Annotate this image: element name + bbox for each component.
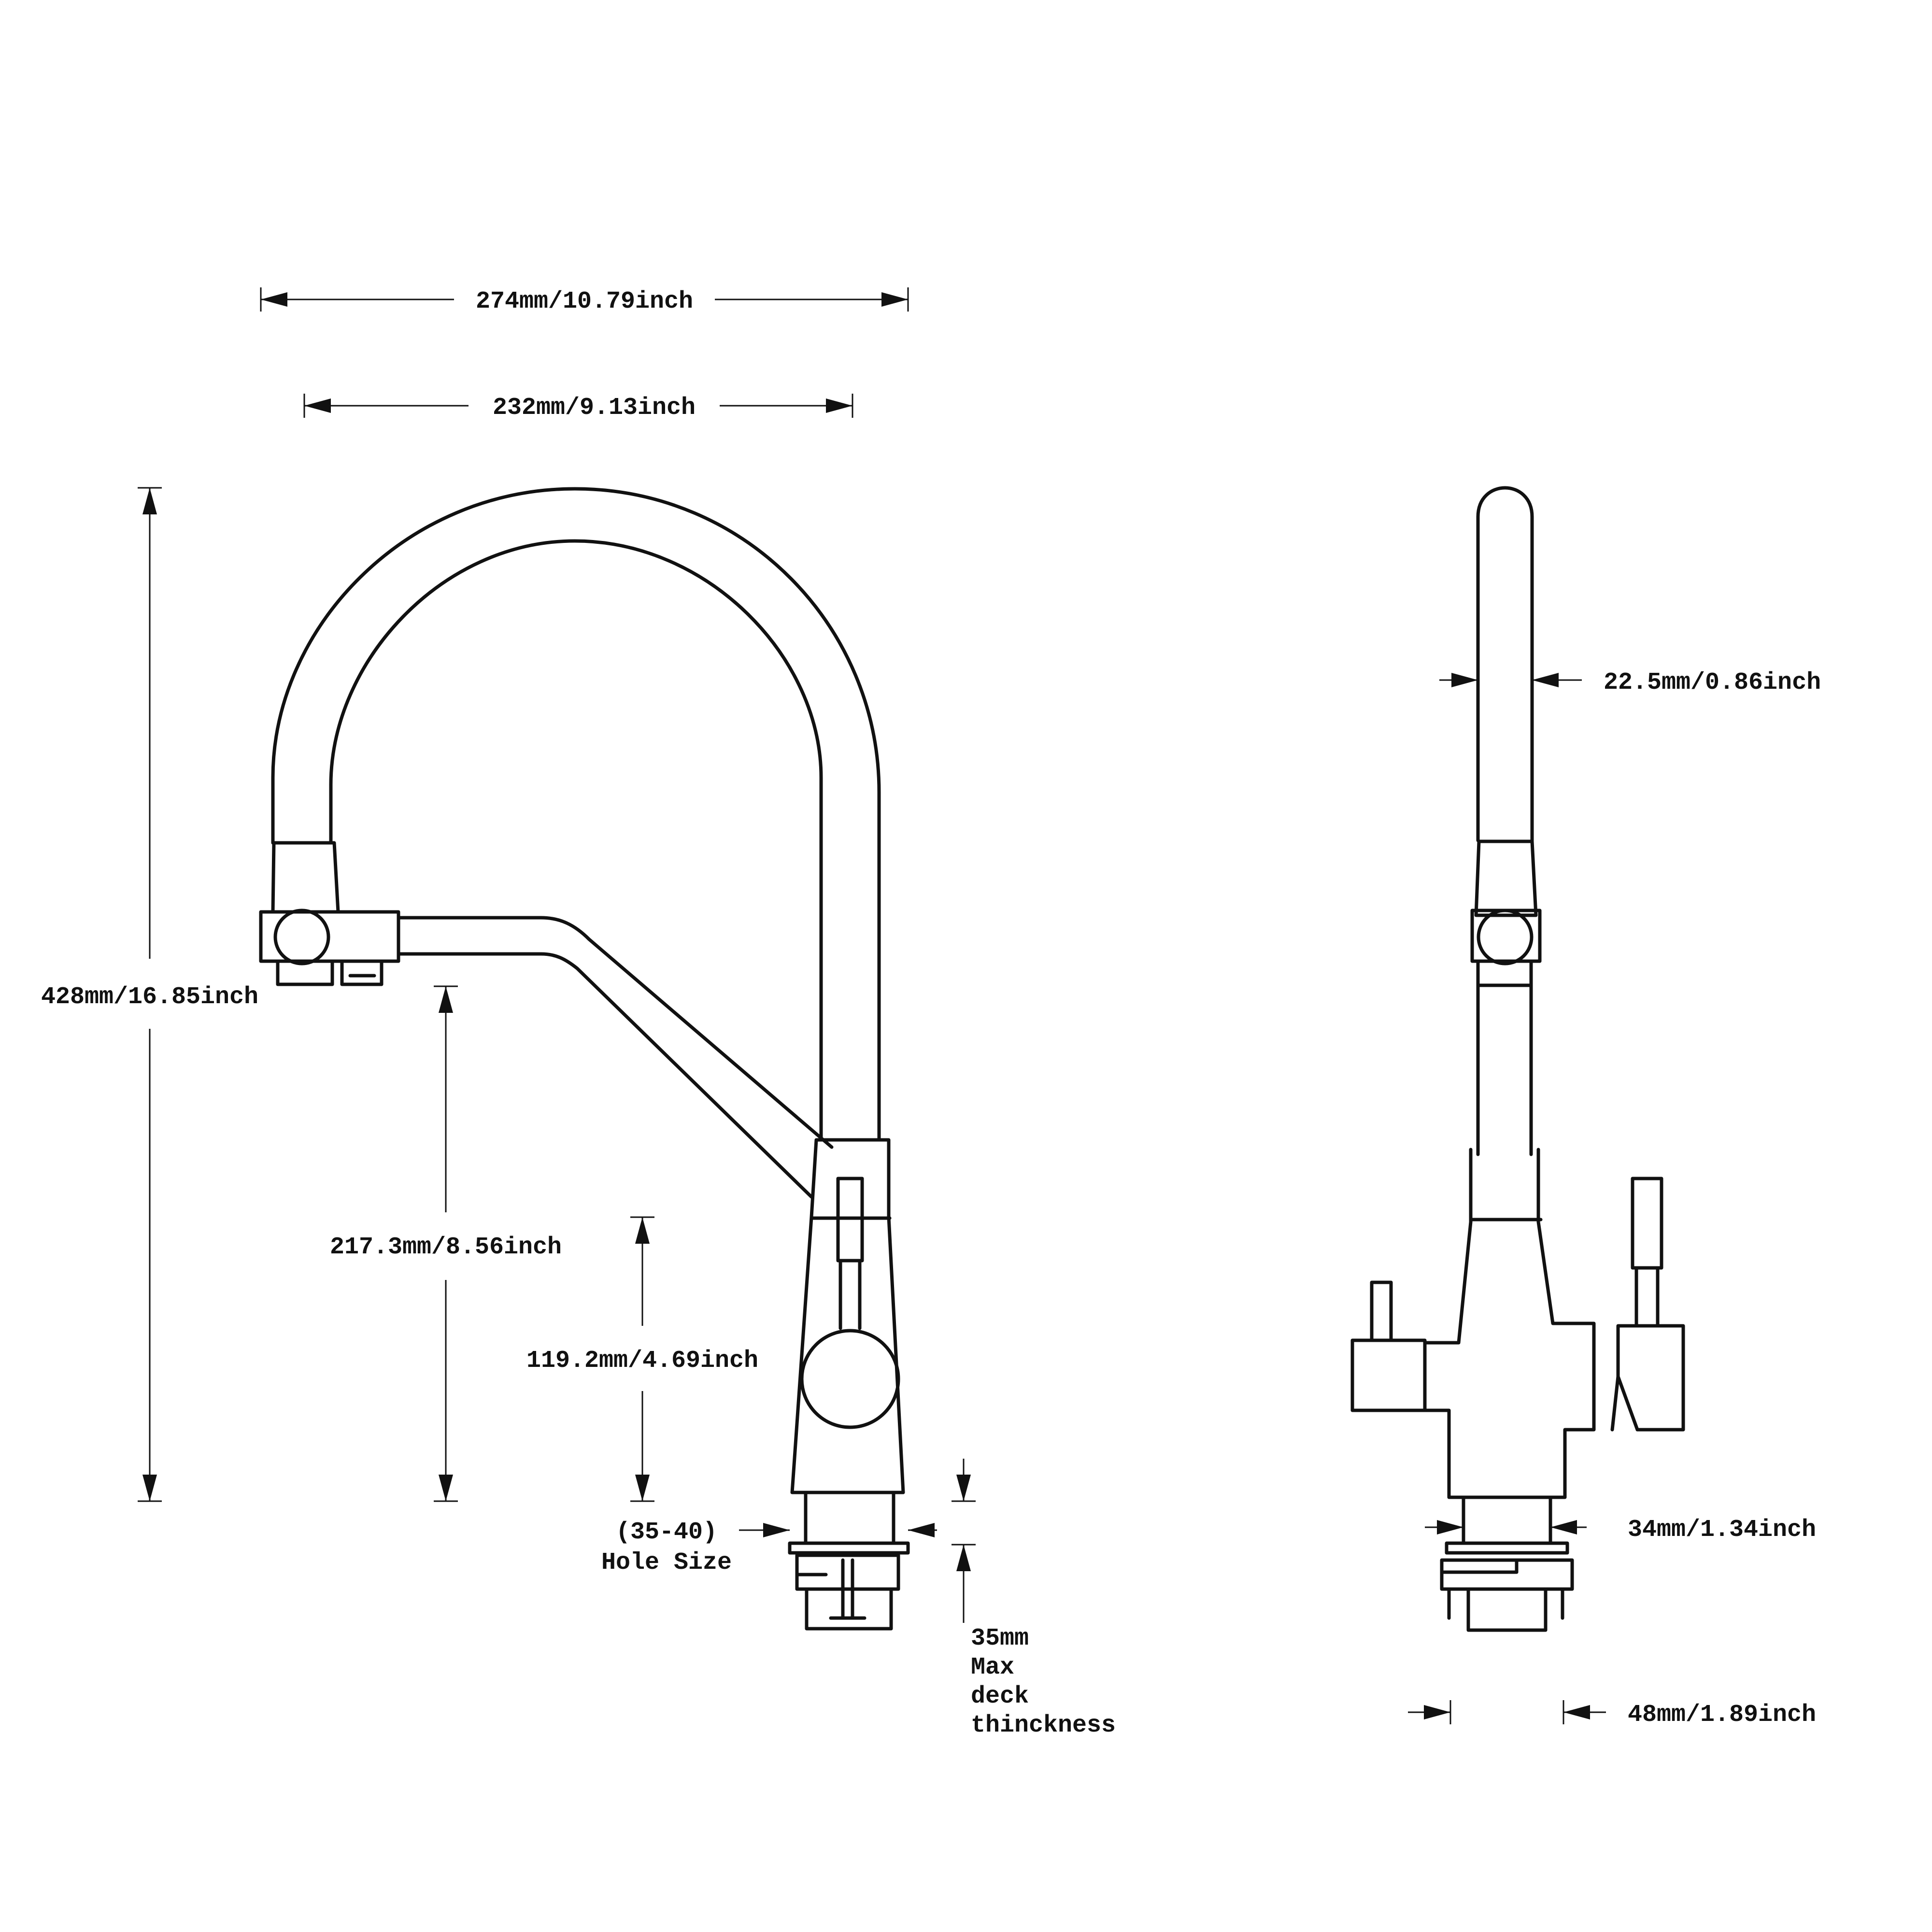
base-diameter-label: 48mm/1.89inch (1628, 1701, 1816, 1729)
spout-diameter-label: 22.5mm/0.86inch (1604, 669, 1821, 696)
mount-nut (795, 1553, 900, 1591)
deck-plate (788, 1541, 910, 1555)
deck-thickness-line1-label: Max (971, 1654, 1014, 1681)
gooseneck-outer (271, 487, 881, 1142)
faucet-body (790, 1138, 905, 1494)
spout-joint-block (1470, 909, 1542, 963)
gooseneck-inner (329, 539, 823, 1142)
hose-sleeve (271, 841, 340, 914)
spray-head-nozzle (276, 959, 334, 986)
spout-lower-collar (1476, 959, 1533, 987)
spout-lower-column (1476, 983, 1533, 1156)
spout-column (1476, 486, 1534, 842)
shank-diameter-label: 34mm/1.34inch (1628, 1516, 1816, 1544)
mount-shank (805, 1587, 893, 1631)
hole-size-range-label: (35-40) (616, 1519, 717, 1546)
front-deck-plate (1445, 1541, 1569, 1555)
dimension-lines (138, 287, 1606, 1724)
spray-head-knob (273, 909, 330, 966)
base-shank (804, 1491, 895, 1545)
handle-height-label: 119.2mm/4.69inch (526, 1347, 758, 1375)
spout-height-label: 217.3mm/8.56inch (330, 1234, 562, 1261)
spout-collar (1474, 839, 1538, 917)
right-handle-body (1610, 1324, 1685, 1432)
front-mount-nut (1440, 1558, 1574, 1591)
faucet-front-view (1350, 486, 1685, 1632)
mount-bolt (829, 1558, 867, 1620)
left-handle-stem (1370, 1280, 1393, 1342)
spray-head (259, 910, 400, 963)
deck-thickness-value-label: 35mm (971, 1625, 1029, 1652)
front-mount-rods (1447, 1587, 1564, 1620)
spout-arm (397, 916, 834, 1149)
hole-size-label: Hole Size (601, 1549, 732, 1577)
deck-thickness-line2-label: deck (971, 1683, 1029, 1710)
front-body (1423, 1148, 1596, 1499)
lever-handle (836, 1177, 864, 1263)
lever-stem (838, 1259, 862, 1330)
overall-height-label: 428mm/16.85inch (41, 983, 258, 1011)
lever-hub (800, 1329, 900, 1429)
front-mount-shank (1466, 1587, 1548, 1632)
deck-thickness-line3-label: thinckness (971, 1712, 1116, 1739)
overall-width-label: 274mm/10.79inch (476, 288, 693, 315)
spray-head-button (340, 959, 384, 986)
front-shank (1462, 1495, 1552, 1545)
right-handle-top (1631, 1177, 1663, 1270)
spout-reach-label: 232mm/9.13inch (493, 394, 696, 422)
spout-joint-knob (1477, 909, 1534, 966)
dimension-labels: 274mm/10.79inch 232mm/9.13inch 428mm/16.… (41, 288, 1821, 1739)
faucet-side-view (259, 487, 910, 1631)
spout-arm-lower (397, 952, 813, 1199)
right-handle-stem (1634, 1266, 1660, 1328)
left-handle-body (1350, 1338, 1427, 1412)
